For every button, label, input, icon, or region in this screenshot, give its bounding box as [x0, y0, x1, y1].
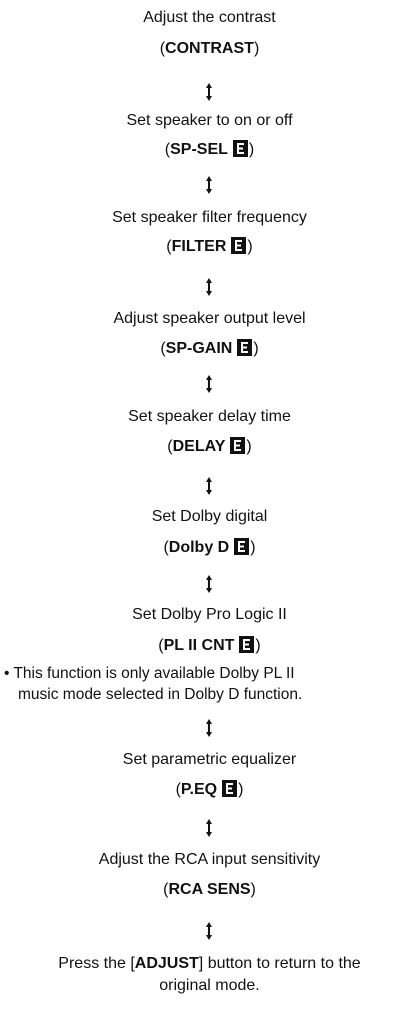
final-instruction-line-1: Press the [ADJUST] button to return to t…	[58, 955, 361, 972]
step-desc-delay: Set speaker delay time	[128, 408, 291, 425]
e-box-icon	[239, 636, 255, 653]
e-box-icon	[234, 538, 250, 555]
e-box-icon	[232, 140, 248, 157]
step-desc-sp-sel: Set speaker to on or off	[126, 112, 293, 129]
step-code-filter: (FILTER)	[166, 237, 253, 255]
step-code-dolby-d: (Dolby D)	[163, 538, 256, 556]
up-down-arrow-icon	[206, 83, 212, 101]
final-instruction-line-2: original mode.	[159, 977, 260, 994]
step-code-sp-gain: (SP-GAIN)	[160, 339, 259, 357]
step-desc-pl-ii-cnt: Set Dolby Pro Logic II	[132, 606, 287, 623]
note-line-2: music mode selected in Dolby D function.	[18, 686, 303, 703]
e-box-icon	[237, 339, 253, 356]
up-down-arrow-icon	[206, 176, 212, 194]
e-box-icon	[230, 437, 246, 454]
up-down-arrow-icon	[206, 477, 212, 495]
step-code-contrast: (CONTRAST)	[159, 40, 260, 57]
up-down-arrow-icon	[206, 819, 212, 837]
up-down-arrow-icon	[206, 575, 212, 593]
step-desc-dolby-d: Set Dolby digital	[151, 508, 268, 525]
note-bullet: •	[4, 665, 10, 682]
step-desc-sp-gain: Adjust speaker output level	[113, 310, 306, 327]
note-line-1: • This function is only available Dolby …	[4, 665, 295, 682]
step-desc-p-eq: Set parametric equalizer	[122, 751, 297, 768]
step-code-p-eq: (P.EQ)	[175, 780, 244, 798]
step-desc-rca-sens: Adjust the RCA input sensitivity	[98, 851, 321, 868]
step-code-pl-ii-cnt: (PL II CNT)	[158, 636, 261, 654]
up-down-arrow-icon	[206, 719, 212, 737]
step-desc-contrast: Adjust the contrast	[143, 9, 276, 26]
adjust-button-label: ADJUST	[134, 955, 199, 972]
up-down-arrow-icon	[206, 922, 212, 940]
step-code-delay: (DELAY)	[167, 437, 252, 455]
step-code-rca-sens: (RCA SENS)	[163, 881, 256, 898]
step-code-sp-sel: (SP-SEL)	[164, 140, 255, 158]
up-down-arrow-icon	[206, 375, 212, 393]
e-box-icon	[222, 780, 238, 797]
up-down-arrow-icon	[206, 278, 212, 296]
e-box-icon	[231, 237, 247, 254]
step-desc-filter: Set speaker filter frequency	[112, 209, 307, 226]
